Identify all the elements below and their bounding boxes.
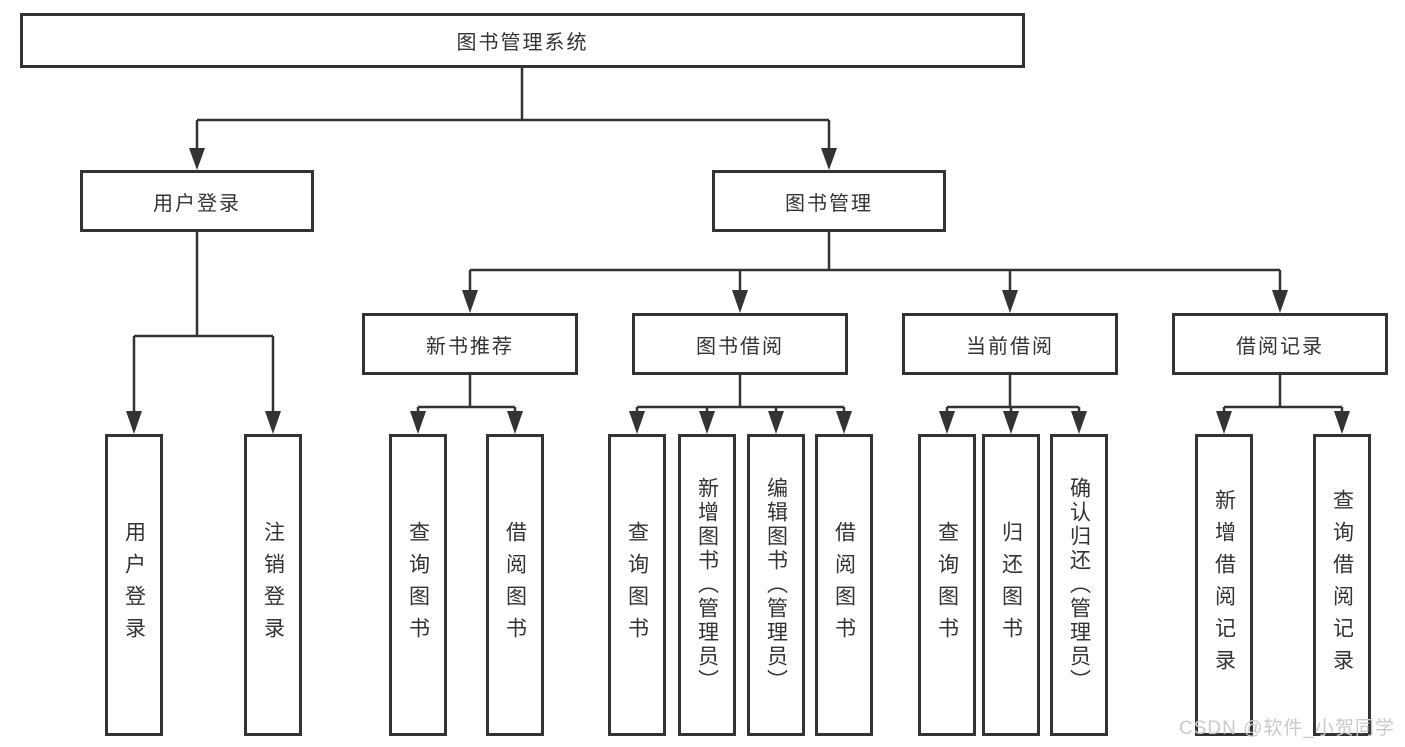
leaf-bb-borrow-books: 借阅图书 <box>815 434 873 736</box>
node-book-management-label: 图书管理 <box>785 192 873 215</box>
node-current-borrow: 当前借阅 <box>902 313 1118 375</box>
node-current-borrow-label: 当前借阅 <box>966 335 1054 358</box>
connector-new-book-recommend-to-leaves <box>410 375 523 434</box>
connector-user-login-to-leaves <box>126 232 281 434</box>
node-new-book-recommend-label: 新书推荐 <box>426 335 514 358</box>
leaf-cb-confirm-return-admin-label: 确认归还（管理员） <box>1067 477 1091 693</box>
csdn-watermark: CSDN @软件_小贺同学 <box>1179 718 1395 739</box>
leaf-br-add-record: 新增借阅记录 <box>1195 434 1253 736</box>
node-root-system: 图书管理系统 <box>20 13 1025 68</box>
leaf-bb-add-books-admin: 新增图书（管理员） <box>678 434 736 736</box>
leaf-bb-query-books: 查询图书 <box>608 434 666 736</box>
arrowhead-br-query-record <box>1334 411 1350 434</box>
node-new-book-recommend: 新书推荐 <box>362 313 578 375</box>
leaf-logout-login: 注销登录 <box>244 434 302 736</box>
node-book-borrow-label: 图书借阅 <box>696 335 784 358</box>
arrowhead-leaf-logout <box>265 411 281 434</box>
arrowhead-borrow-records <box>1272 290 1288 313</box>
leaf-cb-confirm-return-admin: 确认归还（管理员） <box>1050 434 1108 736</box>
leaf-cb-query-books: 查询图书 <box>918 434 976 736</box>
leaf-br-add-record-label: 新增借阅记录 <box>1212 489 1236 681</box>
arrowhead-bb-borrow-books <box>836 411 852 434</box>
connector-current-borrow-to-leaves <box>939 375 1087 434</box>
connector-root-to-level1 <box>189 68 837 170</box>
arrowhead-book-borrow <box>732 290 748 313</box>
arrowhead-cb-confirm-return <box>1071 411 1087 434</box>
leaf-logout-login-label: 注销登录 <box>261 521 285 649</box>
leaf-nbr-query-books: 查询图书 <box>389 434 447 736</box>
leaf-user-login: 用户登录 <box>105 434 163 736</box>
arrowhead-br-add-record <box>1216 411 1232 434</box>
leaf-br-query-record-label: 查询借阅记录 <box>1330 489 1354 681</box>
leaf-cb-query-books-label: 查询图书 <box>935 521 959 649</box>
leaf-bb-query-books-label: 查询图书 <box>625 521 649 649</box>
arrowhead-leaf-user-login <box>126 411 142 434</box>
leaf-br-query-record: 查询借阅记录 <box>1313 434 1371 736</box>
arrowhead-book-management <box>821 148 837 170</box>
leaf-user-login-label: 用户登录 <box>122 521 146 649</box>
arrowhead-nbr-query-books <box>410 411 426 434</box>
arrowhead-user-login <box>189 148 205 170</box>
arrowhead-bb-query-books <box>629 411 645 434</box>
leaf-bb-edit-books-admin: 编辑图书（管理员） <box>747 434 805 736</box>
connector-borrow-records-to-leaves <box>1216 375 1350 434</box>
node-user-login: 用户登录 <box>80 170 314 232</box>
node-book-borrow: 图书借阅 <box>632 313 848 375</box>
connector-book-management-to-level2 <box>462 232 1288 313</box>
leaf-bb-add-books-admin-label: 新增图书（管理员） <box>695 477 719 693</box>
arrowhead-new-book-recommend <box>462 290 478 313</box>
arrowhead-bb-add-books <box>699 411 715 434</box>
arrowhead-cb-return-books <box>1003 411 1019 434</box>
node-borrow-records-label: 借阅记录 <box>1236 335 1324 358</box>
node-user-login-label: 用户登录 <box>153 192 241 215</box>
leaf-cb-return-books: 归还图书 <box>982 434 1040 736</box>
leaf-bb-edit-books-admin-label: 编辑图书（管理员） <box>764 477 788 693</box>
arrowhead-nbr-borrow-books <box>507 411 523 434</box>
node-book-management: 图书管理 <box>712 170 946 232</box>
node-borrow-records: 借阅记录 <box>1172 313 1388 375</box>
leaf-nbr-borrow-books: 借阅图书 <box>486 434 544 736</box>
arrowhead-bb-edit-books <box>768 411 784 434</box>
arrowhead-cb-query-books <box>939 411 955 434</box>
leaf-bb-borrow-books-label: 借阅图书 <box>832 521 856 649</box>
leaf-cb-return-books-label: 归还图书 <box>999 521 1023 649</box>
leaf-nbr-borrow-books-label: 借阅图书 <box>503 521 527 649</box>
arrowhead-current-borrow <box>1002 290 1018 313</box>
leaf-nbr-query-books-label: 查询图书 <box>406 521 430 649</box>
connector-book-borrow-to-leaves <box>629 375 852 434</box>
node-root-system-label: 图书管理系统 <box>456 32 589 54</box>
